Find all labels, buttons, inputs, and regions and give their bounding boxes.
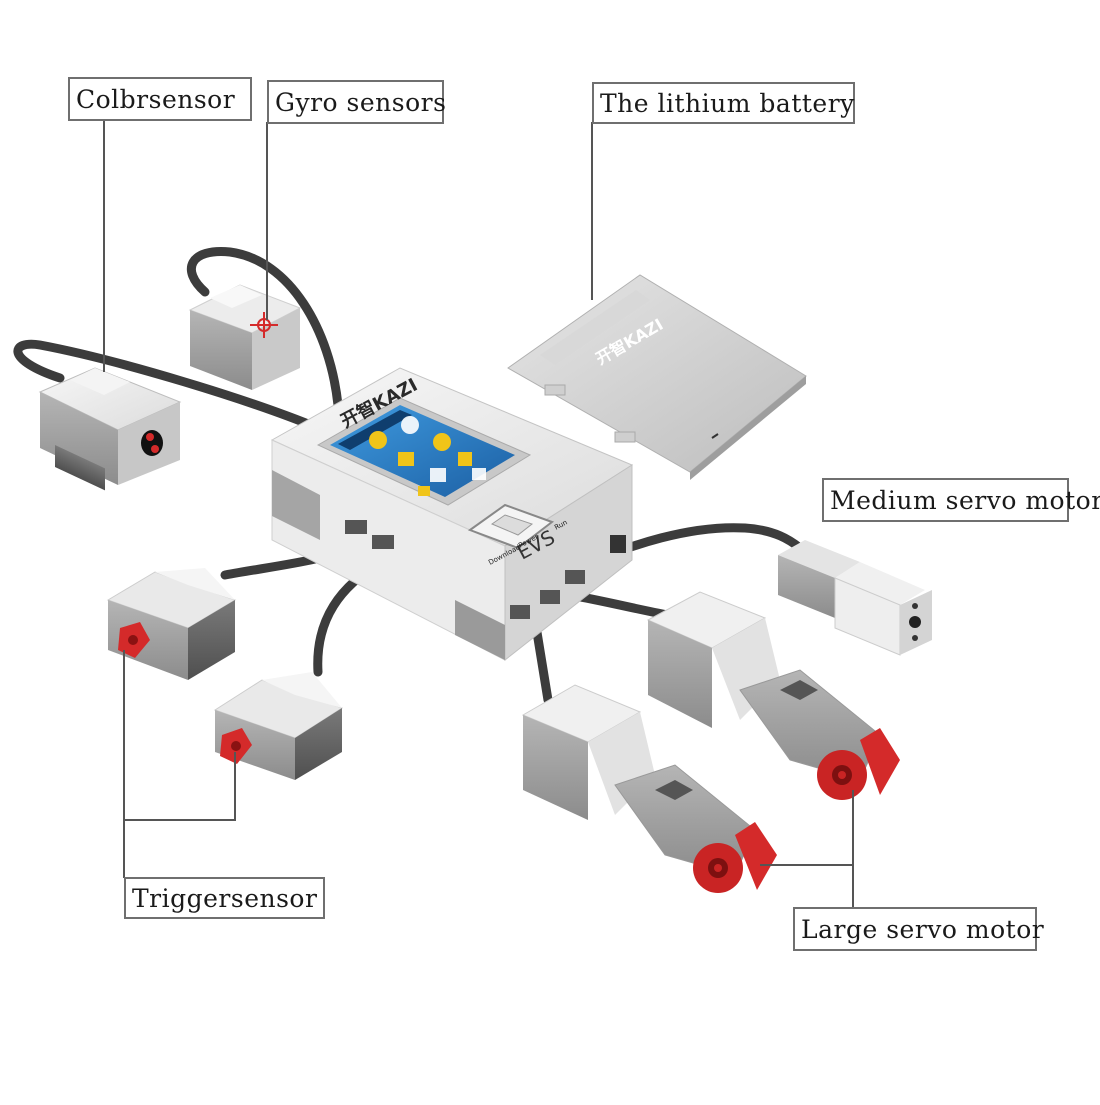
label-medium-servo-motor: Medium servo motor (822, 478, 1100, 522)
medium-servo-motor (778, 540, 932, 656)
trigger-sensor-2 (213, 672, 344, 780)
leader-lines (103, 120, 854, 908)
screen-icons (369, 416, 486, 496)
cable-color-sensor (13, 339, 323, 433)
control-brick (270, 367, 634, 662)
large-servo-motor-2 (521, 684, 777, 893)
leader-trigger-sensor (123, 650, 236, 878)
large-servo-motor-1 (646, 591, 900, 800)
lithium-battery (507, 274, 807, 480)
color-sensor (38, 367, 182, 491)
trigger-sensor-1 (106, 568, 237, 680)
label-lithium-battery: The lithium battery (592, 82, 855, 124)
label-trigger-sensor: Triggersensor (124, 877, 325, 919)
cable-gyro-sensor (186, 247, 343, 410)
leader-large-motor (760, 790, 854, 908)
label-large-servo-motor: Large servo motor (793, 907, 1044, 951)
label-gyro-sensor: Gyro sensors (267, 80, 446, 124)
cable-large-1 (565, 590, 673, 620)
gyro-sensor (188, 284, 302, 390)
label-color-sensor: Colbrsensor (68, 77, 252, 121)
